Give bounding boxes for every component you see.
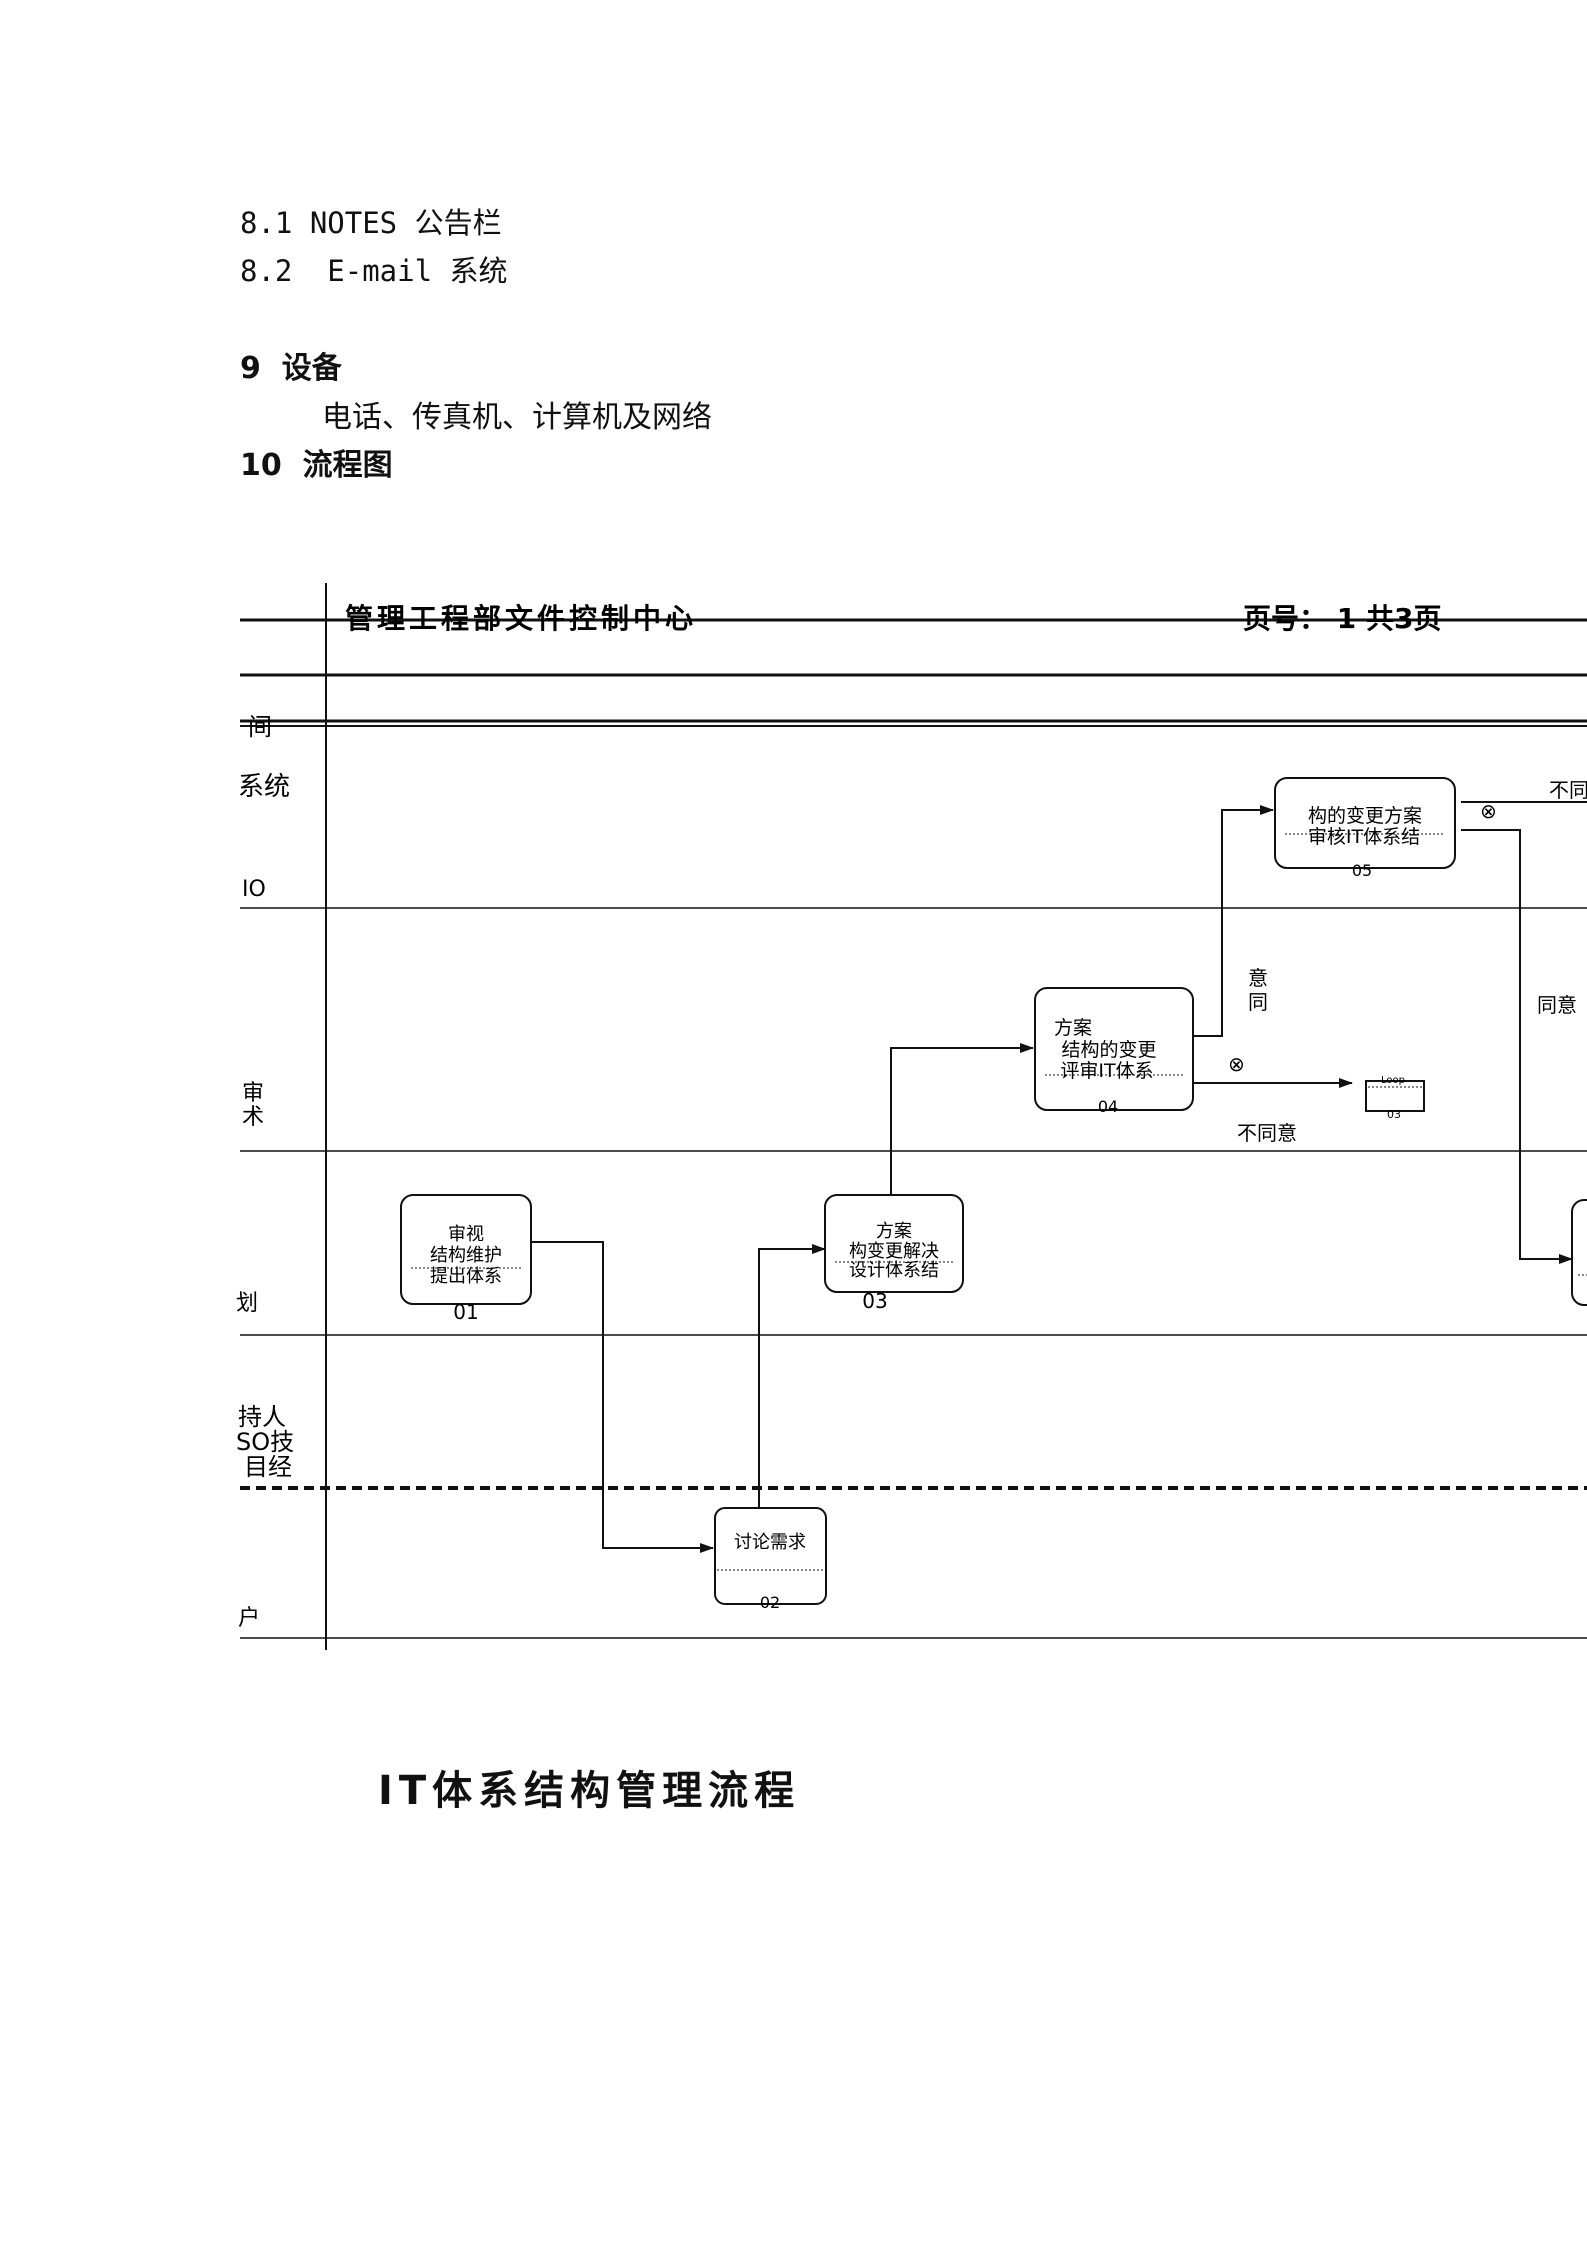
header-right: 页号： 1 共3页	[1243, 602, 1441, 635]
x-mark-icon: ⊗	[1228, 1052, 1245, 1076]
section-9-title: 9 设备	[240, 351, 342, 386]
node-text: 审视	[448, 1224, 484, 1245]
node-id: 05	[1352, 861, 1372, 880]
node-text: 设计体系结	[849, 1260, 939, 1281]
node-text: 方案	[1054, 1017, 1092, 1039]
lane-label: SO技	[236, 1428, 294, 1456]
node-text: 提出体系	[430, 1266, 502, 1287]
lane-label: IO	[242, 877, 266, 902]
node-id: 04	[1098, 1097, 1118, 1116]
section-8-1: 8.1 NOTES 公告栏	[240, 206, 502, 240]
node-text: Loop	[1381, 1075, 1405, 1086]
diagram-caption: IT体系结构管理流程	[378, 1768, 801, 1814]
label-disagree: 不同意	[1237, 1121, 1297, 1145]
connectors	[531, 801, 1587, 1553]
x-mark-icon: ⊗	[1480, 799, 1497, 823]
label-disagree-05: 不同	[1549, 778, 1587, 802]
node-text: 讨论需求	[734, 1532, 806, 1553]
section-9-text: 电话、传真机、计算机及网络	[322, 400, 712, 435]
lane-label: 间	[248, 713, 272, 741]
section-8-2: 8.2 E-mail 系统	[240, 254, 508, 288]
node-text: 评审IT体系	[1060, 1060, 1153, 1082]
node-text: 方案	[876, 1221, 912, 1242]
node-text: 构的变更方案	[1308, 805, 1422, 827]
swimlane-grid	[240, 583, 1587, 1650]
lane-label: 系统	[238, 772, 290, 802]
lane-label: 目经	[244, 1453, 292, 1481]
process-node-02: 讨论需求 02	[714, 1507, 827, 1612]
process-node-05: 构的变更方案 审核IT体系结 05	[1274, 777, 1456, 880]
node-id: 03	[862, 1289, 887, 1313]
process-node-01: 审视 结构维护 提出体系 01	[400, 1194, 532, 1324]
section-10-title: 10 流程图	[240, 448, 393, 483]
node-id: 01	[453, 1300, 478, 1324]
process-node-03: 方案 构变更解决 设计体系结 03	[824, 1194, 964, 1313]
loop-node: Loop 03	[1365, 1075, 1425, 1121]
node-text: 构变更解决	[849, 1241, 939, 1262]
label-agree-right: 同意	[1537, 993, 1577, 1017]
label-agree: 同	[1248, 990, 1268, 1014]
lane-label: 术	[242, 1105, 264, 1130]
header-left: 管理工程部文件控制中心	[345, 602, 697, 635]
label-agree: 意	[1248, 966, 1268, 990]
lane-label: 持人	[238, 1403, 286, 1431]
node-text: 结构的变更	[1061, 1039, 1156, 1061]
node-text: 结构维护	[430, 1245, 502, 1266]
node-id: 03	[1387, 1108, 1401, 1121]
node-id: 02	[760, 1593, 780, 1612]
lane-label: 划	[236, 1291, 258, 1316]
process-node-partial	[1571, 1199, 1587, 1306]
lane-label: 户	[238, 1606, 260, 1631]
lane-label: 审	[242, 1081, 264, 1106]
node-text: 审核IT体系结	[1308, 826, 1420, 848]
process-node-04: 方案 结构的变更 评审IT体系 04	[1034, 987, 1194, 1116]
